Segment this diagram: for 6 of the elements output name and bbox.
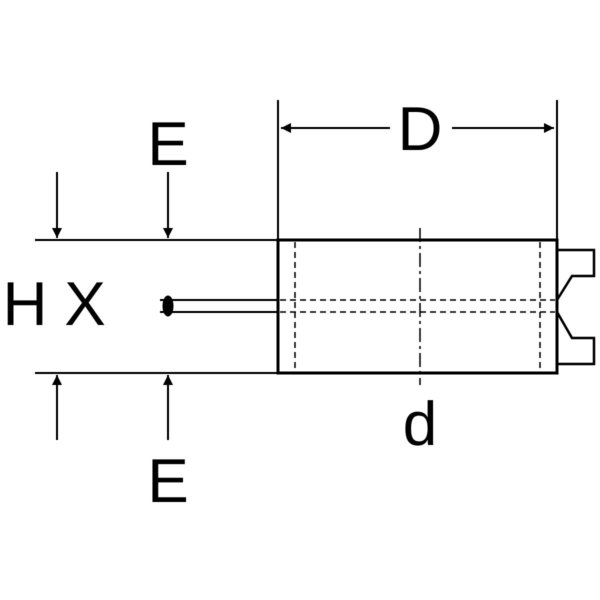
dimension-label: d: [402, 394, 438, 456]
dimension-label: H: [2, 274, 48, 336]
dimension-label: X: [64, 274, 106, 336]
dimension-label: E: [147, 451, 189, 513]
dimension-label: D: [398, 99, 442, 161]
dimension-label: E: [147, 114, 189, 176]
